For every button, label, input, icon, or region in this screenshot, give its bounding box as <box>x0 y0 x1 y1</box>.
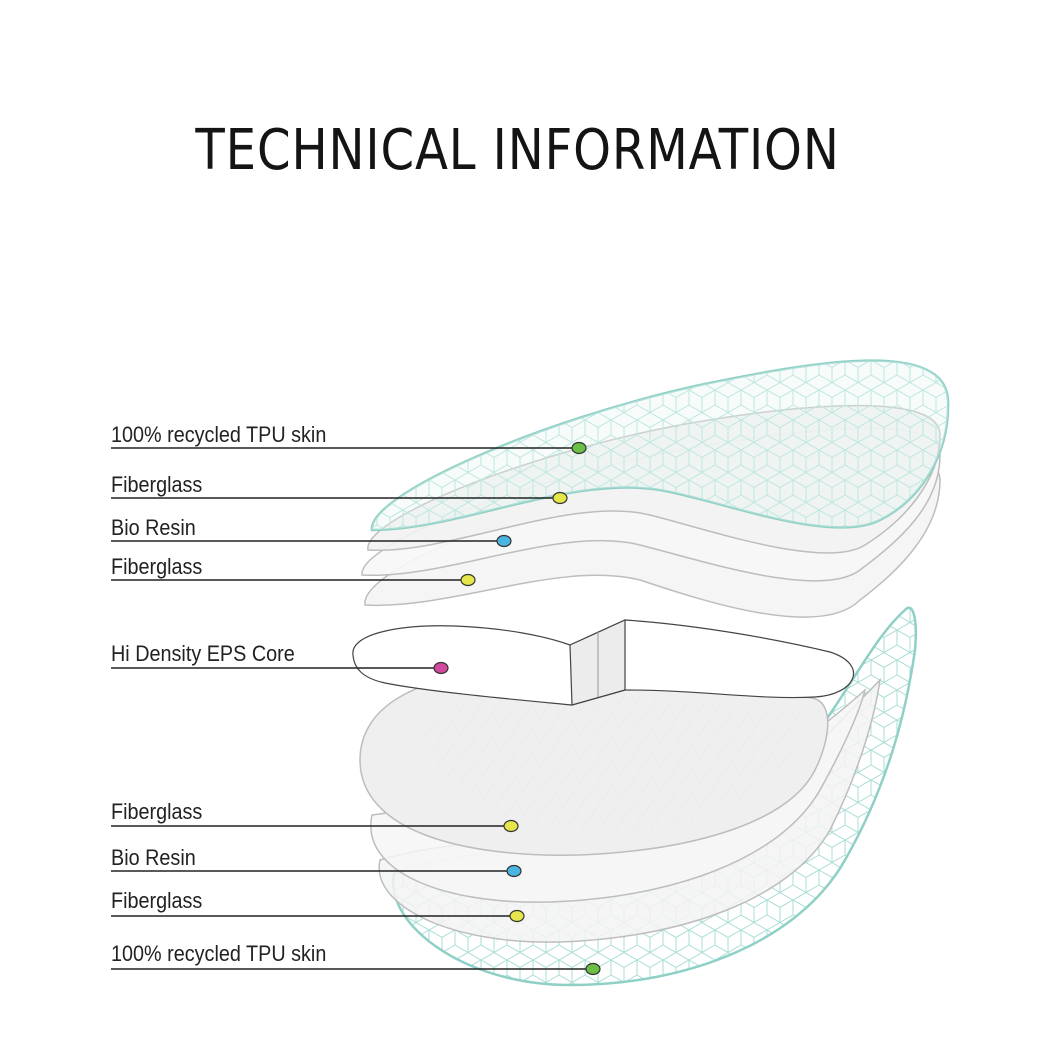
page-title: TECHNICAL INFORMATION <box>195 118 840 183</box>
dot-eps-core <box>433 661 449 675</box>
label-bio-resin-1: Bio Resin <box>111 515 196 540</box>
label-bio-resin-2: Bio Resin <box>111 845 196 870</box>
label-fiberglass-3: Fiberglass <box>111 799 203 824</box>
top-tpu-skin-layer <box>370 359 950 532</box>
label-fiberglass-1: Fiberglass <box>111 472 203 497</box>
label-fiberglass-2: Fiberglass <box>111 554 203 579</box>
dot-fiberglass-3 <box>503 819 519 833</box>
lower-fiberglass-hatch <box>420 691 805 832</box>
dot-bio-resin-1 <box>496 534 512 548</box>
label-fiberglass-4: Fiberglass <box>111 888 203 913</box>
dot-fiberglass-2 <box>460 573 476 587</box>
dot-tpu-bottom <box>585 962 601 976</box>
dot-tpu-top <box>571 441 587 455</box>
dot-fiberglass-4 <box>509 909 525 923</box>
label-tpu-skin-bottom: 100% recycled TPU skin <box>111 941 327 966</box>
dot-fiberglass-1 <box>552 491 568 505</box>
label-tpu-skin-top: 100% recycled TPU skin <box>111 422 327 447</box>
dot-bio-resin-2 <box>506 864 522 878</box>
top-tpu-skin-tint <box>371 360 949 530</box>
label-eps-core: Hi Density EPS Core <box>111 641 295 666</box>
